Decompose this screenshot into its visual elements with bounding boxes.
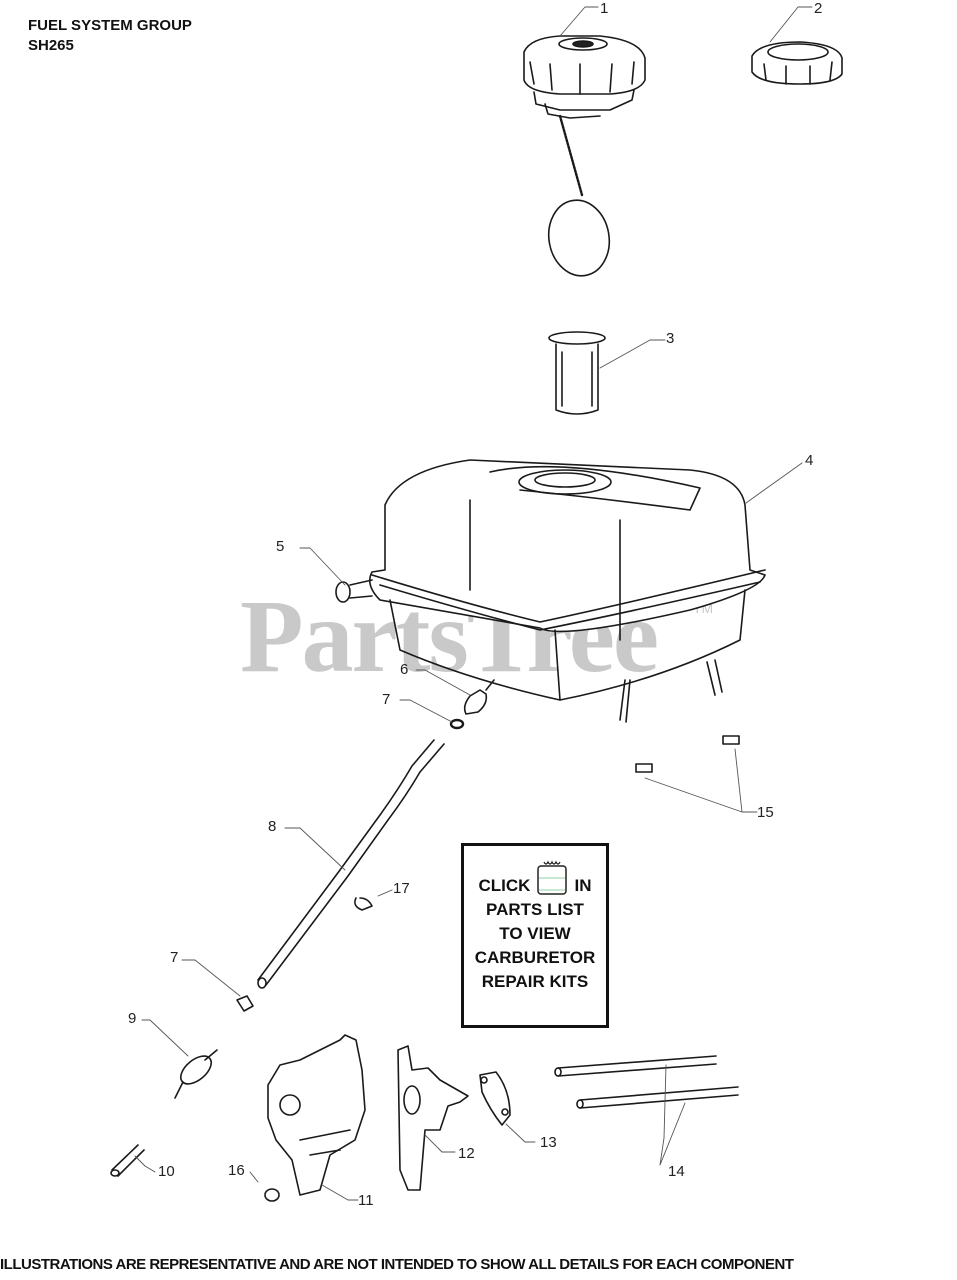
part-8-fuel-line[interactable] <box>257 739 445 989</box>
callout-11[interactable]: 11 <box>358 1192 374 1209</box>
part-5-tank-fitting[interactable] <box>335 579 373 603</box>
callout-7-upper[interactable]: 7 <box>382 691 391 708</box>
callout-5[interactable]: 5 <box>276 538 285 555</box>
kit-line-4: CARBURETOR <box>474 948 596 967</box>
carburetor-kit-notice: CLICK IN PARTS LIST TO VIEW CARBURETOR R… <box>461 843 609 1028</box>
callout-7-lower[interactable]: 7 <box>170 949 179 966</box>
diagram-title: FUEL SYSTEM GROUP <box>28 17 192 34</box>
model-number: SH265 <box>28 37 74 54</box>
callout-12[interactable]: 12 <box>458 1145 475 1162</box>
callout-14[interactable]: 14 <box>668 1163 685 1180</box>
callout-13[interactable]: 13 <box>540 1134 557 1151</box>
part-2-fuel-cap[interactable] <box>751 41 843 85</box>
part-1-fuel-cap[interactable] <box>523 35 646 281</box>
part-15-tank-nuts[interactable] <box>635 735 740 773</box>
callout-15[interactable]: 15 <box>757 804 774 821</box>
part-6-fuel-valve[interactable] <box>463 679 495 715</box>
part-13-gasket[interactable] <box>479 1071 511 1126</box>
notepad-icon[interactable] <box>536 860 568 896</box>
callout-17[interactable]: 17 <box>393 880 410 897</box>
footer-disclaimer: ILLUSTRATIONS ARE REPRESENTATIVE AND ARE… <box>0 1256 794 1273</box>
click-label: CLICK <box>478 876 531 895</box>
callout-3[interactable]: 3 <box>666 330 675 347</box>
callout-8[interactable]: 8 <box>268 818 277 835</box>
part-4-fuel-tank[interactable] <box>369 459 766 723</box>
kit-line-5: REPAIR KITS <box>481 972 589 991</box>
part-11-carburetor[interactable] <box>267 1034 366 1196</box>
part-12-insulator[interactable] <box>397 1045 469 1191</box>
callout-2[interactable]: 2 <box>814 0 823 17</box>
callout-4[interactable]: 4 <box>805 452 814 469</box>
callout-9[interactable]: 9 <box>128 1010 137 1027</box>
kit-line-2: PARTS LIST <box>486 900 584 919</box>
part-7-hose-clamp-upper[interactable] <box>449 718 465 730</box>
diagram-title-block: FUEL SYSTEM GROUP SH265 <box>28 16 192 56</box>
part-10-short-fuel-line[interactable] <box>110 1144 145 1177</box>
part-3-fuel-strainer[interactable] <box>548 331 606 415</box>
part-14-studs[interactable] <box>554 1055 739 1109</box>
kit-line-3: TO VIEW <box>499 924 571 943</box>
callout-10[interactable]: 10 <box>158 1163 175 1180</box>
callout-1[interactable]: 1 <box>600 0 609 17</box>
part-17-line-clip[interactable] <box>354 897 373 911</box>
part-16-drain-screw[interactable] <box>264 1188 280 1202</box>
part-9-fuel-filter[interactable] <box>174 1049 218 1099</box>
in-label: IN <box>574 876 592 895</box>
leader-lines <box>134 6 813 1201</box>
callout-6[interactable]: 6 <box>400 661 409 678</box>
part-7-hose-clamp-lower[interactable] <box>236 995 254 1012</box>
callout-16[interactable]: 16 <box>228 1162 245 1179</box>
